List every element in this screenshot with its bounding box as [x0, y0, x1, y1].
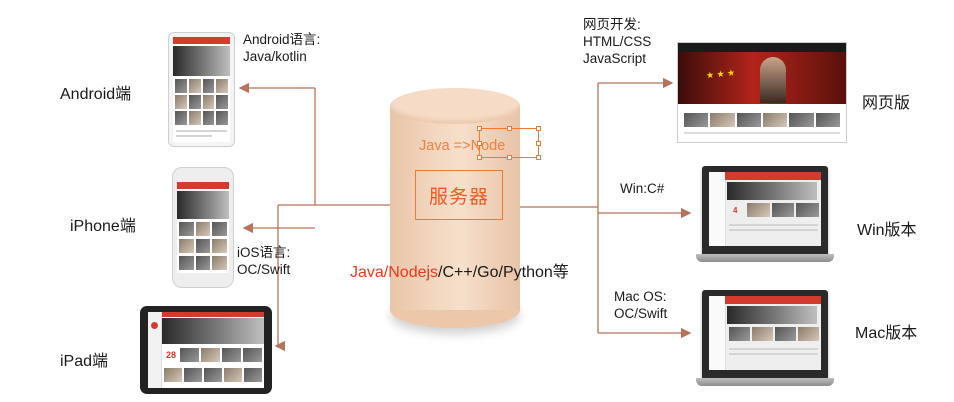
mac-monitor-image	[696, 290, 834, 386]
web-title: 网页版	[862, 95, 911, 112]
selection-box	[477, 126, 541, 160]
android-note: Android语言: Java/kotlin	[243, 32, 321, 64]
server-cylinder	[390, 88, 520, 328]
languages-rest: /C++/Go/Python等	[438, 264, 569, 281]
server-label: 服务器	[415, 170, 503, 220]
web-note: 网页开发: HTML/CSS JavaScript	[583, 17, 652, 66]
languages-highlight: Java/Nodejs	[350, 264, 439, 281]
mac-title: Mac版本	[855, 325, 918, 342]
ipad-title: iPad端	[60, 353, 109, 370]
win-monitor-image: 4	[696, 166, 834, 262]
win-note: Win:C#	[620, 181, 665, 196]
win-title: Win版本	[857, 222, 917, 239]
android-title: Android端	[60, 86, 132, 103]
mac-note: Mac OS: OC/Swift	[614, 289, 668, 321]
android-phone-image	[168, 32, 235, 147]
server-languages: Java/Nodejs/C++/Go/Python等	[350, 258, 569, 282]
ipad-image: 28	[140, 306, 272, 394]
iphone-image	[172, 167, 234, 288]
iphone-title: iPhone端	[70, 218, 136, 235]
web-page-image: ★ ★ ★	[677, 42, 847, 143]
iphone-note: iOS语言: OC/Swift	[237, 245, 291, 277]
java-node-text: Java =>Node	[419, 138, 506, 154]
